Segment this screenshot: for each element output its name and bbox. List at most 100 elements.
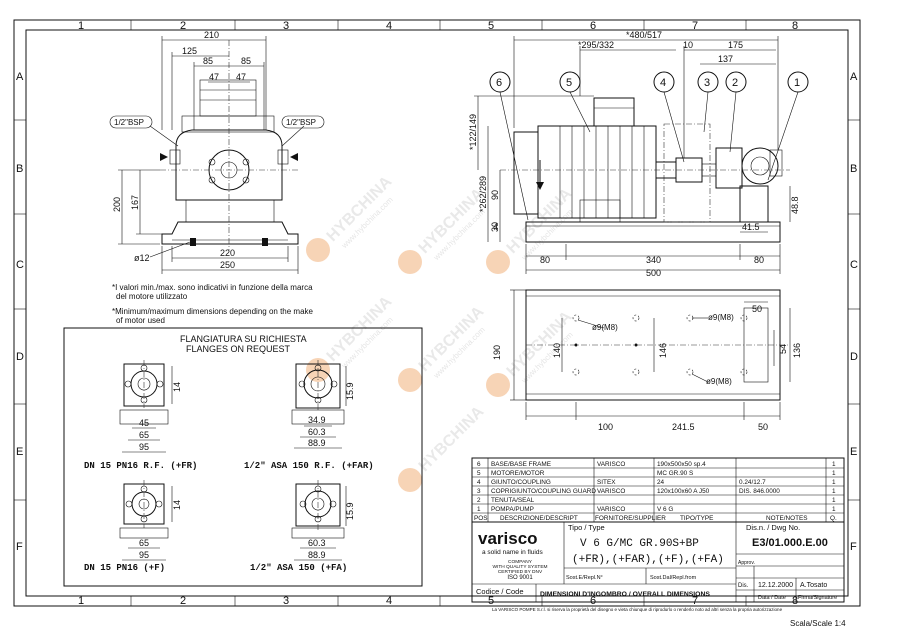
cert-line-1: COMPANY: [508, 559, 533, 565]
bom-r4-note: DIS. 846.0000: [739, 488, 780, 495]
dim-far-603: 60.3: [308, 427, 326, 437]
brand-logo: varisco: [478, 529, 538, 548]
flange-fa: 60.3 88.9 15.9 1/2" ASA 150 (+FA): [250, 480, 355, 573]
col-label-bottom: 7: [692, 595, 698, 607]
row-label-right: E: [850, 446, 857, 458]
dim-plan-100: 100: [598, 422, 613, 432]
side-view: 6 5 4 3 2 1 *480/517 *295: [468, 30, 809, 278]
col-label-bottom: 1: [78, 595, 84, 607]
dim-far-889: 88.9: [308, 438, 326, 448]
flange-fr-label: DN 15 PN16 R.F. (+FR): [84, 461, 197, 471]
row-label-left: E: [16, 446, 23, 458]
note-en-line1: *Minimum/maximum dimensions depending on…: [112, 307, 314, 316]
brand-tagline: a solid name in fluids: [482, 549, 543, 556]
sost-from-label: Sost.Dal/Repl.from: [650, 575, 697, 581]
dim-220: 220: [220, 248, 235, 258]
motor-notes: *I valori min./max. sono indicativi in f…: [112, 283, 314, 325]
col-label-top: 8: [792, 20, 798, 32]
bom-r4-desc: COPRIGIUNTO/COUPLING GUARD: [491, 488, 596, 495]
col-label-top: 5: [488, 20, 494, 32]
part-balloons: 6 5 4 3 2 1: [489, 71, 809, 221]
dim-f-14: 14: [172, 500, 182, 510]
dim-480-517: *480/517: [626, 30, 662, 40]
hole-label-2: ø9(M8): [708, 313, 734, 322]
date-label: Data / Date: [758, 595, 786, 601]
plan-view: ø9(M8) ø9(M8) ø9(M8) 50 190 140 146 54 1…: [492, 289, 802, 432]
dim-fr-95: 95: [139, 442, 149, 452]
dim-hole-12: ø12: [134, 253, 150, 263]
col-label-top: 7: [692, 20, 698, 32]
bom-r3-note: 0.24/12.7: [739, 479, 766, 486]
flange-far: 34.9 60.3 88.9 15.9 1/2" ASA 150 R.F. (+…: [244, 360, 374, 471]
dim-80-left: 80: [540, 255, 550, 265]
bom-r5-qty: 1: [832, 497, 836, 504]
bom-r2-pos: 5: [477, 470, 481, 477]
dim-far-159: 15.9: [345, 382, 355, 400]
bom-r6-type: V 6 G: [657, 506, 673, 513]
dim-47-right: 47: [236, 72, 246, 82]
balloon-1: 1: [794, 77, 800, 89]
bom-r5-desc: TENUTA/SEAL: [491, 497, 535, 504]
col-label-top: 1: [78, 20, 84, 32]
hole-label-1: ø9(M8): [592, 323, 618, 332]
row-label-left: F: [16, 541, 23, 553]
tipo-line-2: (+FR),(+FAR),(+F),(+FA): [572, 554, 724, 566]
bom-table: 6 BASE/BASE FRAME VARISCO 190x500x50 sp.…: [471, 457, 845, 523]
dim-90: 90: [490, 190, 500, 200]
dim-41-5: 41.5: [742, 222, 760, 232]
flange-fa-label: 1/2" ASA 150 (+FA): [250, 563, 347, 573]
bom-r6-desc: POMPA/PUMP: [491, 506, 534, 513]
cert-line-3: CERTIFIED BY DNV: [498, 569, 543, 575]
balloon-4: 4: [660, 77, 666, 89]
title-block: varisco a solid name in fluids COMPANY W…: [471, 521, 845, 612]
col-label-top: 2: [180, 20, 186, 32]
scale-label: Scala/Scale 1:4: [790, 619, 846, 628]
tipo-label: Tipo / Type: [568, 523, 605, 532]
flanges-title-it: FLANGIATURA SU RICHIESTA: [180, 334, 307, 344]
bom-header-pos: POS: [474, 515, 488, 522]
bsp-right-label: 1/2"BSP: [286, 118, 316, 127]
bom-r1-pos: 6: [477, 461, 481, 468]
drawing-description: DIMENSIONI D'INGOMBRO / OVERALL DIMENSIO…: [540, 591, 710, 598]
balloon-3: 3: [704, 77, 710, 89]
bom-r4-qty: 1: [832, 488, 836, 495]
dim-far-349: 34.9: [308, 415, 326, 425]
bom-r2-desc: MOTORE/MOTOR: [491, 470, 545, 477]
col-label-top: 4: [386, 20, 392, 32]
sheet-border: 1 2 3 4 5 6 7 8 1 2 3 4 5 6 7 8 A B C D …: [13, 19, 861, 607]
row-label-right: A: [850, 71, 858, 83]
flange-fr: 45 65 95 14 DN 15 PN16 R.F. (+FR): [84, 360, 197, 471]
dim-plan-241-5: 241.5: [672, 422, 695, 432]
dim-plan-50: 50: [752, 304, 762, 314]
balloon-6: 6: [496, 77, 502, 89]
dim-plan-50-bottom: 50: [758, 422, 768, 432]
col-label-top: 3: [283, 20, 289, 32]
bom-r1-supp: VARISCO: [597, 461, 625, 468]
col-label-bottom: 6: [590, 595, 596, 607]
drawing-author: A.Tosato: [800, 582, 827, 589]
dim-80-right: 80: [754, 255, 764, 265]
bsp-left-label: 1/2"BSP: [114, 118, 144, 127]
dim-47-left: 47: [209, 72, 219, 82]
dim-f-95: 95: [139, 550, 149, 560]
flange-f-label: DN 15 PN16 (+F): [84, 563, 165, 573]
dim-fa-889: 88.9: [308, 550, 326, 560]
bom-r3-type: 24: [657, 479, 665, 486]
bom-r5-pos: 2: [477, 497, 481, 504]
col-label-bottom: 4: [386, 595, 392, 607]
watermark: HYBCHINA www.hybchina.com HYBCHINA www.h…: [306, 173, 576, 492]
bom-header-supplier: FORNITORE/SUPPLIER: [595, 515, 666, 522]
col-label-bottom: 5: [488, 595, 494, 607]
balloon-5: 5: [566, 77, 572, 89]
drawing-date: 12.12.2000: [758, 582, 793, 589]
copyright-footer: La VARISCO POMPE S.r.l. si riserva la pr…: [492, 607, 783, 612]
row-label-left: C: [16, 259, 24, 271]
dim-plan-146: 146: [658, 343, 668, 358]
flanges-panel: FLANGIATURA SU RICHIESTA FLANGES ON REQU…: [63, 327, 423, 587]
approv-label: Approv.: [738, 560, 755, 566]
dim-f-65: 65: [139, 538, 149, 548]
row-label-right: B: [850, 163, 857, 175]
tipo-line-1: V 6 G/MC GR.90S+BP: [580, 538, 699, 550]
bom-r1-qty: 1: [832, 461, 836, 468]
